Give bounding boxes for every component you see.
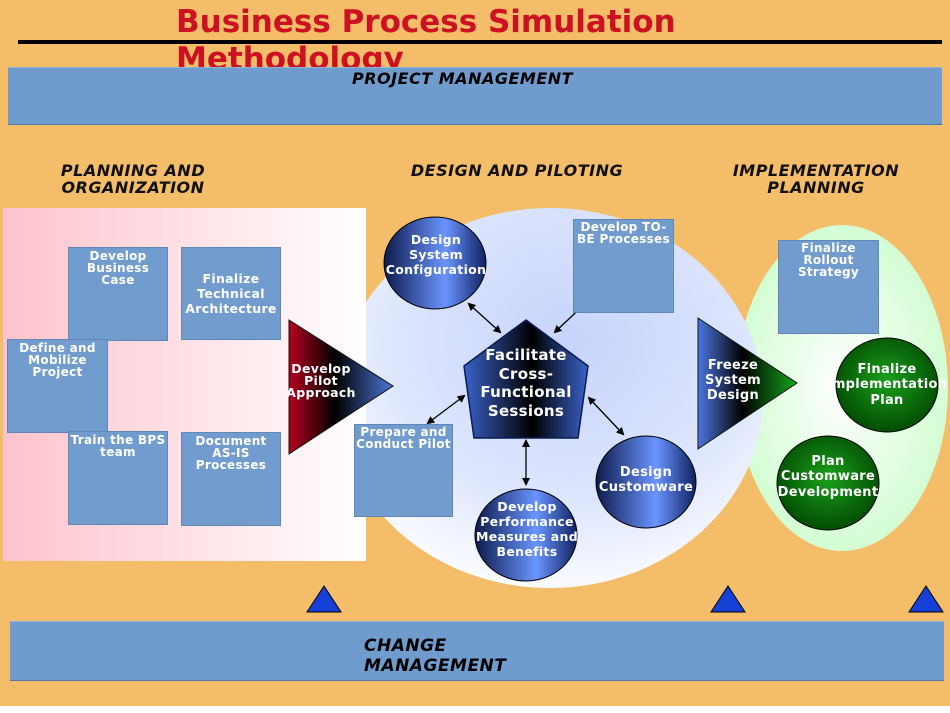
page-title: Business Process Simulation Methodology	[176, 4, 676, 77]
system-config-circle	[383, 216, 487, 310]
triangle-up-icon	[306, 585, 342, 613]
box-train-team[interactable]: Train the BPS team	[68, 431, 168, 525]
performance-circle	[474, 488, 578, 582]
system-config-label[interactable]: Design System Configuration	[385, 231, 487, 277]
customware-label[interactable]: Design Customware	[598, 465, 694, 495]
pilot-approach-triangle	[288, 319, 394, 455]
plan-customware-label[interactable]: Plan Customware Development	[777, 453, 879, 500]
box-rollout-strategy[interactable]: Finalize Rollout Strategy	[778, 240, 879, 334]
connector-pilot	[426, 394, 466, 425]
box-develop-tobe[interactable]: Develop TO-BE Processes	[573, 219, 674, 313]
footer-strip	[0, 706, 950, 713]
box-conduct-pilot[interactable]: Prepare and Conduct Pilot	[354, 424, 453, 517]
project-management-label: PROJECT MANAGEMENT	[352, 69, 574, 88]
phase-implementation-heading: IMPLEMENTATION PLANNING	[732, 161, 900, 197]
box-finalize-tech-architecture[interactable]: Finalize Technical Architecture	[181, 247, 281, 340]
freeze-design-triangle	[697, 317, 798, 450]
box-develop-business-case[interactable]: Develop Business Case	[68, 247, 168, 341]
box-finalize-tech-architecture-label: Finalize Technical Architecture	[185, 271, 277, 316]
performance-label[interactable]: Develop Performance Measures and Benefit…	[475, 499, 578, 559]
freeze-design-label[interactable]: Freeze System Design	[705, 357, 761, 403]
phase-design-heading: DESIGN AND PILOTING	[410, 161, 624, 180]
sessions-label[interactable]: Facilitate Cross-Functional Sessions	[480, 346, 572, 420]
title-divider	[18, 40, 942, 44]
phase-planning-heading: PLANNING AND ORGANIZATION	[60, 161, 206, 197]
connector-config	[467, 302, 502, 334]
change-management-band	[10, 621, 944, 681]
customware-circle	[595, 435, 697, 529]
triangle-up-icon	[710, 585, 746, 613]
box-document-asis[interactable]: Document AS-IS Processes	[181, 432, 281, 526]
triangle-up-icon	[908, 585, 944, 613]
change-management-label: CHANGE MANAGEMENT	[364, 636, 507, 676]
impl-plan-label[interactable]: Finalize Implementation Plan	[826, 361, 948, 408]
box-define-mobilize[interactable]: Define and Mobilize Project	[7, 339, 108, 433]
project-management-band	[8, 67, 942, 125]
connector-customware	[587, 396, 625, 436]
impl-plan-circle	[835, 337, 939, 433]
pilot-approach-label[interactable]: Develop Pilot Approach	[286, 361, 356, 400]
plan-customware-circle	[776, 435, 880, 531]
sessions-pentagon	[463, 319, 589, 439]
